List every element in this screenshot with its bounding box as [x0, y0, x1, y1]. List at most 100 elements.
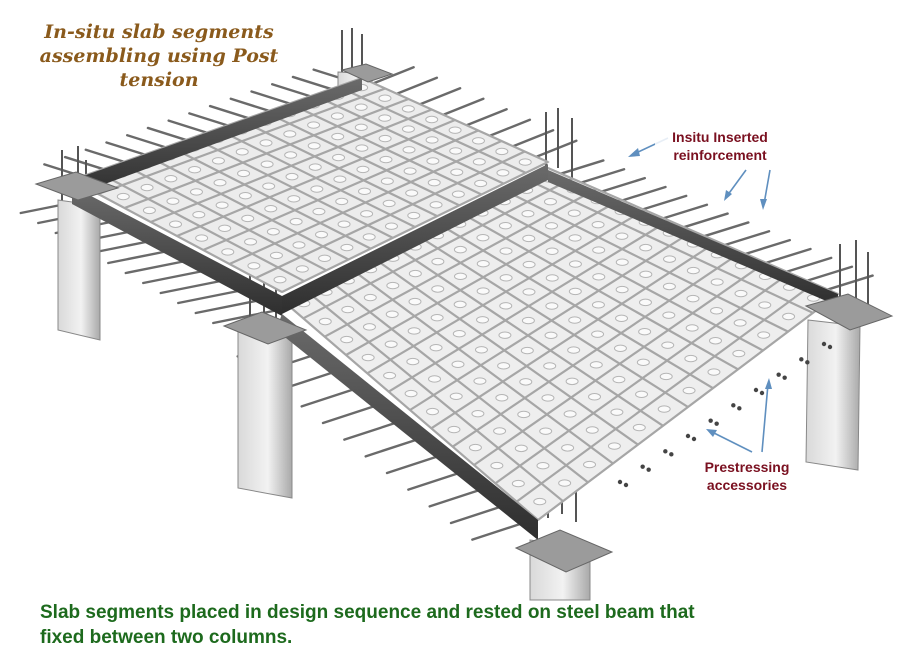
anchor: [799, 357, 804, 362]
slab-void: [518, 158, 532, 166]
slab-void: [450, 168, 464, 176]
slab-void: [545, 247, 559, 255]
slab-void: [567, 209, 581, 217]
slab-void: [659, 372, 673, 381]
protruding-rebars: [19, 28, 874, 541]
arrow-rebar-2: [726, 169, 747, 197]
anchor: [753, 387, 759, 393]
slab-rib: [150, 108, 433, 224]
slab-void: [519, 378, 533, 386]
rebar: [598, 176, 646, 194]
arrowhead-rebar-1: [628, 148, 640, 157]
column-right: [805, 319, 861, 471]
slab-void: [568, 316, 582, 324]
slab-void: [361, 353, 375, 362]
rebar: [577, 168, 626, 185]
rebar: [449, 503, 508, 525]
slab-void: [140, 183, 154, 192]
slab-void: [474, 346, 488, 354]
slab-rib: [202, 129, 479, 252]
rebar: [250, 90, 291, 105]
slab-void: [241, 214, 255, 223]
slab-void: [474, 179, 488, 188]
slab-void: [453, 300, 467, 309]
slab-void: [521, 316, 535, 325]
rebar: [271, 83, 312, 98]
slab-void: [384, 222, 398, 230]
slab-void: [476, 260, 490, 268]
slab-void: [378, 114, 392, 122]
slab-rib: [409, 230, 694, 411]
slab-void: [707, 368, 721, 376]
rebar: [229, 97, 270, 112]
slab-void: [360, 210, 374, 218]
slab-void: [215, 201, 229, 209]
cap-back-left: [34, 171, 120, 201]
arrowhead-prestress-1: [765, 378, 772, 389]
arrow-prestress-1: [761, 383, 769, 453]
slab-void: [259, 139, 273, 147]
slab-void: [402, 146, 416, 154]
arrowhead-rebar-2: [724, 190, 732, 201]
slab-void: [543, 198, 557, 206]
slab-void: [262, 182, 276, 190]
rebar: [535, 139, 578, 158]
slab-void: [758, 301, 772, 309]
anchor: [646, 467, 651, 472]
slab-void: [238, 191, 252, 200]
rebar: [488, 118, 532, 137]
slab-void: [662, 282, 676, 291]
slab-void: [615, 285, 629, 294]
rebar: [167, 119, 208, 134]
slab-rib: [494, 272, 791, 485]
rebar: [89, 239, 152, 255]
anchor: [623, 482, 629, 488]
slab-void: [425, 115, 439, 124]
slab-void: [496, 169, 510, 177]
slab-void: [685, 324, 699, 332]
steel-beams: [72, 78, 838, 540]
slab-void: [636, 358, 650, 367]
slab-void: [734, 289, 748, 298]
anchor: [640, 464, 645, 469]
slab-rib: [452, 251, 742, 448]
slab-void: [340, 243, 354, 252]
slab-void: [558, 479, 572, 487]
arrowhead-rebar-3: [760, 199, 767, 210]
rebar: [442, 97, 485, 116]
slab-void: [495, 394, 509, 402]
slab-void: [657, 405, 671, 413]
slab-void: [429, 343, 443, 352]
prestressing-callout-line-2: accessories: [706, 477, 788, 493]
slab-void: [406, 357, 420, 366]
slab-void: [188, 166, 202, 174]
slab-void: [589, 361, 603, 369]
rebar: [126, 134, 167, 149]
slab-void: [471, 409, 485, 418]
slab-void: [710, 307, 724, 315]
rebar: [105, 141, 146, 156]
cap-front-left: [222, 311, 308, 345]
rebar: [208, 104, 250, 120]
slab-void: [330, 112, 344, 120]
slab-void: [468, 443, 482, 452]
slab-void: [539, 427, 553, 435]
column-back-left: [57, 199, 101, 341]
slab-rib: [537, 293, 839, 521]
slab-void: [195, 234, 209, 242]
slab-void: [116, 192, 130, 201]
slab-void: [425, 136, 439, 144]
slab-void: [612, 375, 626, 384]
slab-void: [213, 178, 227, 187]
slab-rib: [97, 87, 386, 196]
cap-right: [804, 293, 894, 331]
rebar: [465, 108, 508, 127]
slab-void: [476, 233, 490, 242]
slab-void: [283, 130, 297, 138]
slab-void: [285, 172, 299, 181]
slab-rib: [516, 282, 815, 503]
slab-void: [613, 344, 627, 352]
slab-void: [312, 207, 326, 216]
slab-void: [237, 169, 251, 178]
insitu-rebar-callout-line-2: reinforcement: [673, 147, 767, 163]
